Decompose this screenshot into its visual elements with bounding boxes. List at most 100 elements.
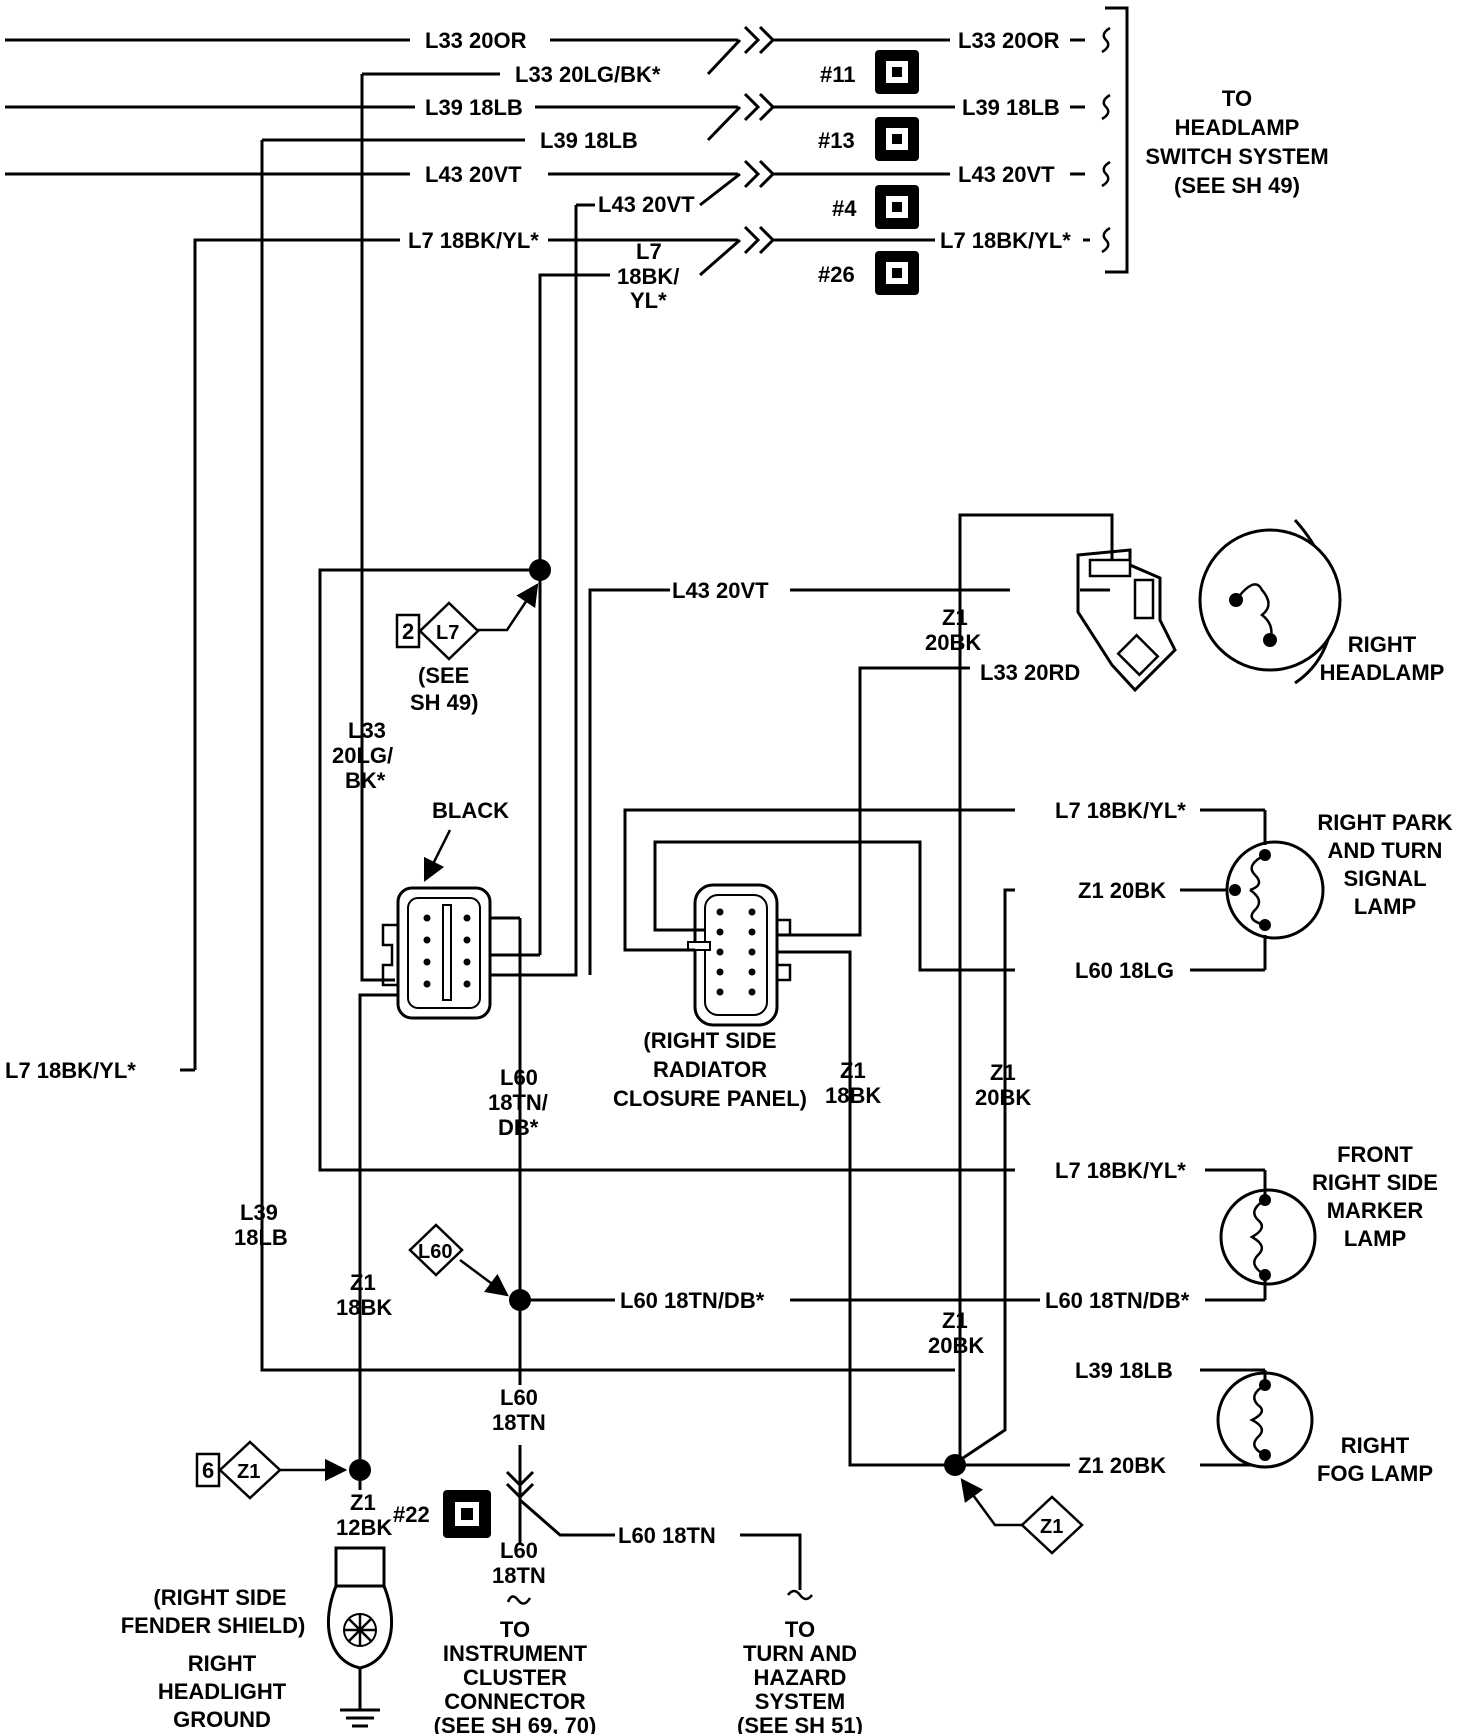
svg-text:MARKER: MARKER [1327,1198,1424,1223]
svg-text:BLACK: BLACK [432,798,509,823]
label-l43-left: L43 20VT [425,162,522,187]
svg-text:SIGNAL: SIGNAL [1343,866,1426,891]
label-l43-right: L43 20VT [958,162,1055,187]
park-lamp-label: RIGHT PARK AND TURN SIGNAL LAMP [1317,810,1452,919]
svg-text:20LG/: 20LG/ [332,743,393,768]
label-l7-right: L7 18BK/YL* [940,228,1071,253]
svg-text:L60 18LG: L60 18LG [1075,958,1174,983]
svg-text:L60: L60 [500,1065,538,1090]
label-l7-left: L7 18BK/YL* [408,228,539,253]
top-wire-labels: L33 20OR L33 20LG/BK* L33 20OR L39 18LB … [408,28,1071,313]
svg-text:LAMP: LAMP [1354,894,1416,919]
svg-text:18BK: 18BK [336,1295,392,1320]
svg-text:SYSTEM: SYSTEM [755,1689,845,1714]
svg-text:TO: TO [785,1617,815,1642]
svg-text:Z1: Z1 [942,605,968,630]
svg-text:Z1 20BK: Z1 20BK [1078,1453,1166,1478]
ground-terminal-icon [326,1546,394,1728]
svg-text:Z1: Z1 [942,1308,968,1333]
label-l39-right: L39 18LB [962,95,1060,120]
label-l33-right: L33 20OR [958,28,1060,53]
svg-text:(SEE SH 51): (SEE SH 51) [737,1713,863,1734]
svg-text:(SEE SH 69, 70): (SEE SH 69, 70) [434,1713,597,1734]
label-left-l7: L7 18BK/YL* [5,1058,136,1083]
svg-text:L60: L60 [500,1538,538,1563]
svg-text:#11: #11 [820,62,856,87]
svg-text:RIGHT PARK: RIGHT PARK [1317,810,1452,835]
label-l60-tndb-left: L60 18TN/DB* [620,1288,765,1313]
svg-text:L60 18TN/DB*: L60 18TN/DB* [1045,1288,1190,1313]
svg-text:SWITCH SYSTEM: SWITCH SYSTEM [1145,144,1328,169]
svg-text:HEADLIGHT: HEADLIGHT [158,1679,287,1704]
right-headlamp [1198,518,1342,685]
ground-label: (RIGHT SIDE FENDER SHIELD) RIGHT HEADLIG… [121,1585,306,1732]
svg-text:(SEE: (SEE [418,663,469,688]
splice-22: #22 [393,1490,491,1538]
label-l43-headlamp: L43 20VT [672,578,769,603]
svg-text:#4: #4 [832,196,857,221]
svg-text:18TN: 18TN [492,1563,546,1588]
svg-text:Z1: Z1 [1040,1516,1063,1538]
svg-text:RIGHT: RIGHT [1348,632,1417,657]
splice-symbols: #11 #13 #4 #26 [818,50,919,295]
label-l43-mid: L43 20VT [598,192,695,217]
svg-text:RADIATOR: RADIATOR [653,1057,767,1082]
svg-text:(SEE SH 49): (SEE SH 49) [1174,173,1300,198]
svg-text:L39: L39 [240,1200,278,1225]
instrument-cluster-reference: TO INSTRUMENT CLUSTER CONNECTOR (SEE SH … [434,1617,597,1734]
svg-text:HEADLAMP: HEADLAMP [1175,115,1300,140]
svg-text:RIGHT: RIGHT [1341,1433,1410,1458]
svg-text:(RIGHT SIDE: (RIGHT SIDE [643,1028,776,1053]
svg-text:TO: TO [500,1617,530,1642]
park-turn-lamp [1225,810,1325,970]
svg-text:L60: L60 [500,1385,538,1410]
splice-4: #4 [832,185,919,229]
svg-text:Z1: Z1 [990,1060,1016,1085]
svg-text:L39 18LB: L39 18LB [1075,1358,1173,1383]
svg-text:Z1: Z1 [237,1461,260,1483]
l60-splice: L60 [408,1223,531,1311]
svg-text:18TN: 18TN [492,1410,546,1435]
label-l39-left: L39 18LB [425,95,523,120]
splice-11: #11 [820,50,919,94]
z1-ground-splice: 6 Z1 [195,1440,371,1500]
svg-text:FENDER SHIELD): FENDER SHIELD) [121,1613,306,1638]
label-l7-mid-1: L7 [636,239,662,264]
svg-text:L7: L7 [436,622,459,644]
svg-text:RIGHT: RIGHT [188,1651,257,1676]
svg-text:18BK: 18BK [825,1083,881,1108]
svg-text:L33: L33 [348,718,386,743]
z1-splice-right: Z1 [944,1454,1084,1555]
svg-text:20BK: 20BK [928,1333,984,1358]
svg-text:CLUSTER: CLUSTER [463,1665,567,1690]
svg-text:LAMP: LAMP [1344,1226,1406,1251]
svg-text:L7 18BK/YL*: L7 18BK/YL* [1055,798,1186,823]
label-l7-mid-3: YL* [630,288,667,313]
svg-text:HAZARD: HAZARD [754,1665,847,1690]
svg-text:20BK: 20BK [975,1085,1031,1110]
splice-13: #13 [818,117,919,161]
label-l33-rd: L33 20RD [980,660,1080,685]
svg-text:L7 18BK/YL*: L7 18BK/YL* [1055,1158,1186,1183]
svg-text:Z1: Z1 [350,1490,376,1515]
svg-text:Z1: Z1 [840,1058,866,1083]
marker-lamp [1219,1170,1317,1300]
fog-lamp [1216,1370,1314,1469]
svg-text:Z1: Z1 [350,1270,376,1295]
svg-text:Z1 20BK: Z1 20BK [1078,878,1166,903]
svg-text:2: 2 [402,619,414,644]
svg-text:#13: #13 [818,128,855,153]
svg-text:TURN AND: TURN AND [743,1641,857,1666]
label-l60-18tn: L60 18TN [618,1523,716,1548]
svg-text:(RIGHT SIDE: (RIGHT SIDE [153,1585,286,1610]
svg-text:18TN/: 18TN/ [488,1090,548,1115]
svg-text:#26: #26 [818,262,855,287]
label-l33-left: L33 20OR [425,28,527,53]
svg-text:6: 6 [202,1458,214,1483]
svg-text:RIGHT SIDE: RIGHT SIDE [1312,1170,1438,1195]
svg-text:18LB: 18LB [234,1225,288,1250]
svg-text:L60: L60 [418,1241,452,1263]
black-connector [381,886,492,1020]
svg-text:#22: #22 [393,1502,430,1527]
